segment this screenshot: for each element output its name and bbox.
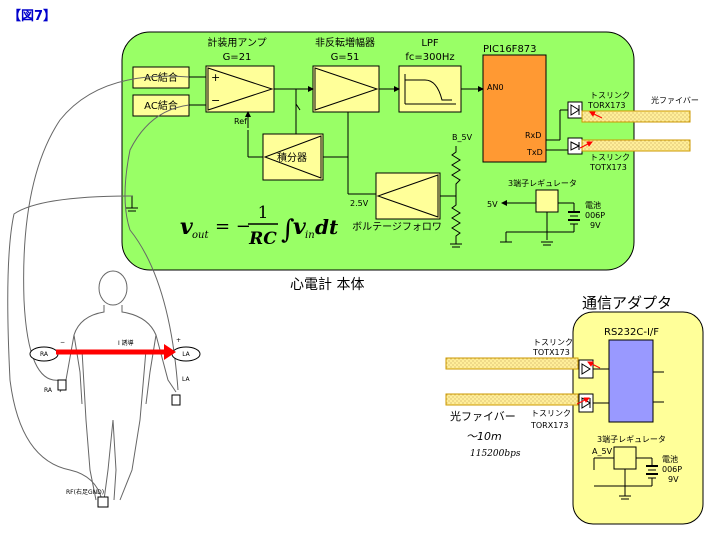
svg-text:fc=300Hz: fc=300Hz	[405, 52, 454, 63]
svg-text:電池: 電池	[585, 200, 601, 210]
svg-text:TOTX173: TOTX173	[532, 348, 570, 357]
svg-text:1: 1	[258, 203, 269, 223]
fiber-main-tx	[581, 139, 691, 152]
fiber-adapter-tx	[445, 357, 579, 370]
svg-text:トスリンク: トスリンク	[533, 338, 573, 347]
fiber-main-rx	[581, 110, 691, 123]
adapter-fiber-label: 光ファイバー	[450, 409, 516, 423]
svg-text:トスリンク: トスリンク	[590, 91, 630, 100]
svg-text:006P: 006P	[585, 211, 605, 220]
svg-text:AC結合: AC結合	[144, 71, 178, 84]
integrator-formula: v out = − 1 RC ∫ v in dt	[180, 203, 339, 249]
main-fiber-label: 光ファイバー	[651, 95, 699, 105]
svg-text:9V: 9V	[590, 221, 601, 230]
adapter-regulator	[613, 446, 637, 470]
pic-mcu: PIC16F873 AN0 RxD TxD	[482, 44, 547, 163]
figure-label: 【図7】	[8, 8, 56, 24]
electrode-la: LA	[171, 346, 201, 362]
svg-text:G=51: G=51	[331, 52, 360, 63]
main-caption: 心電計 本体	[290, 277, 364, 293]
svg-text:v: v	[180, 214, 193, 240]
human-body-outline	[59, 270, 177, 501]
svg-text:トスリンク: トスリンク	[590, 153, 630, 162]
main-battery: 電池 006P 9V	[568, 200, 605, 230]
noninverting-amp: 非反転増幅器 G=51	[312, 36, 380, 113]
svg-text:TORX173: TORX173	[587, 101, 626, 110]
rs232c-block: RS232C-I/F	[604, 327, 659, 423]
svg-text:out: out	[192, 230, 209, 241]
svg-text:TOTX173: TOTX173	[589, 163, 627, 172]
adapter-battery: 電池 006P 9V	[646, 454, 682, 484]
svg-text:ボルテージフォロワ: ボルテージフォロワ	[352, 221, 442, 233]
ref-label: Ref	[234, 117, 247, 126]
svg-text:G=21: G=21	[223, 52, 252, 63]
svg-text:−: −	[211, 94, 220, 107]
rf-label: RF(右足GND)	[66, 488, 104, 496]
a5v-label: A_5V	[592, 447, 613, 456]
lead-label: I 誘導	[118, 339, 134, 347]
lead-minus: −	[60, 339, 65, 346]
svg-text:非反転増幅器: 非反転増幅器	[315, 36, 375, 49]
v5-out-label: 5V	[487, 200, 498, 209]
ra-small-label: RA	[44, 387, 53, 394]
svg-text:v: v	[293, 214, 306, 240]
adapter-regulator-label: 3端子レギュレータ	[597, 434, 666, 444]
v25-label: 2.5V	[350, 199, 369, 208]
svg-text:= −: = −	[215, 216, 251, 237]
svg-text:TxD: TxD	[526, 148, 543, 157]
la-small-label: LA	[182, 376, 190, 383]
svg-text:RC: RC	[248, 229, 277, 249]
distance-label: ～10m	[466, 430, 502, 443]
electrode-ra: RA	[29, 346, 59, 362]
svg-text:AN0: AN0	[487, 83, 504, 92]
svg-text:積分器: 積分器	[277, 151, 307, 164]
svg-text:in: in	[305, 230, 315, 241]
voltage-follower: ボルテージフォロワ	[352, 172, 442, 233]
svg-text:+: +	[211, 71, 220, 84]
lead-plus: +	[176, 337, 181, 344]
svg-text:トスリンク: トスリンク	[531, 409, 571, 418]
svg-text:電池: 電池	[662, 454, 678, 464]
main-receiver: トスリンク TORX173	[567, 91, 630, 119]
baud-label: 115200bps	[470, 449, 521, 459]
svg-text:LA: LA	[182, 351, 190, 358]
svg-text:TORX173: TORX173	[530, 421, 569, 430]
svg-text:∫: ∫	[281, 215, 295, 245]
b5v-label: B_5V	[452, 133, 473, 142]
svg-text:RS232C-I/F: RS232C-I/F	[604, 327, 659, 338]
ac-coupling-2: AC結合	[132, 94, 190, 117]
svg-text:9V: 9V	[668, 475, 679, 484]
lpf-block: LPF fc=300Hz	[398, 38, 462, 113]
svg-text:計装用アンプ: 計装用アンプ	[207, 36, 266, 49]
svg-text:PIC16F873: PIC16F873	[483, 44, 537, 55]
svg-text:RxD: RxD	[525, 131, 541, 140]
svg-text:AC結合: AC結合	[144, 99, 178, 112]
svg-text:RA: RA	[40, 351, 49, 358]
main-regulator	[535, 189, 559, 213]
main-regulator-label: 3端子レギュレータ	[508, 178, 577, 188]
svg-text:006P: 006P	[662, 465, 682, 474]
svg-text:LPF: LPF	[421, 38, 439, 49]
instrumentation-amp: 計装用アンプ G=21 + −	[205, 36, 275, 113]
fiber-adapter-rx	[445, 393, 579, 406]
adapter-caption: 通信アダプタ	[582, 294, 672, 312]
svg-text:dt: dt	[315, 215, 339, 239]
integrator-block: 積分器	[262, 133, 324, 181]
